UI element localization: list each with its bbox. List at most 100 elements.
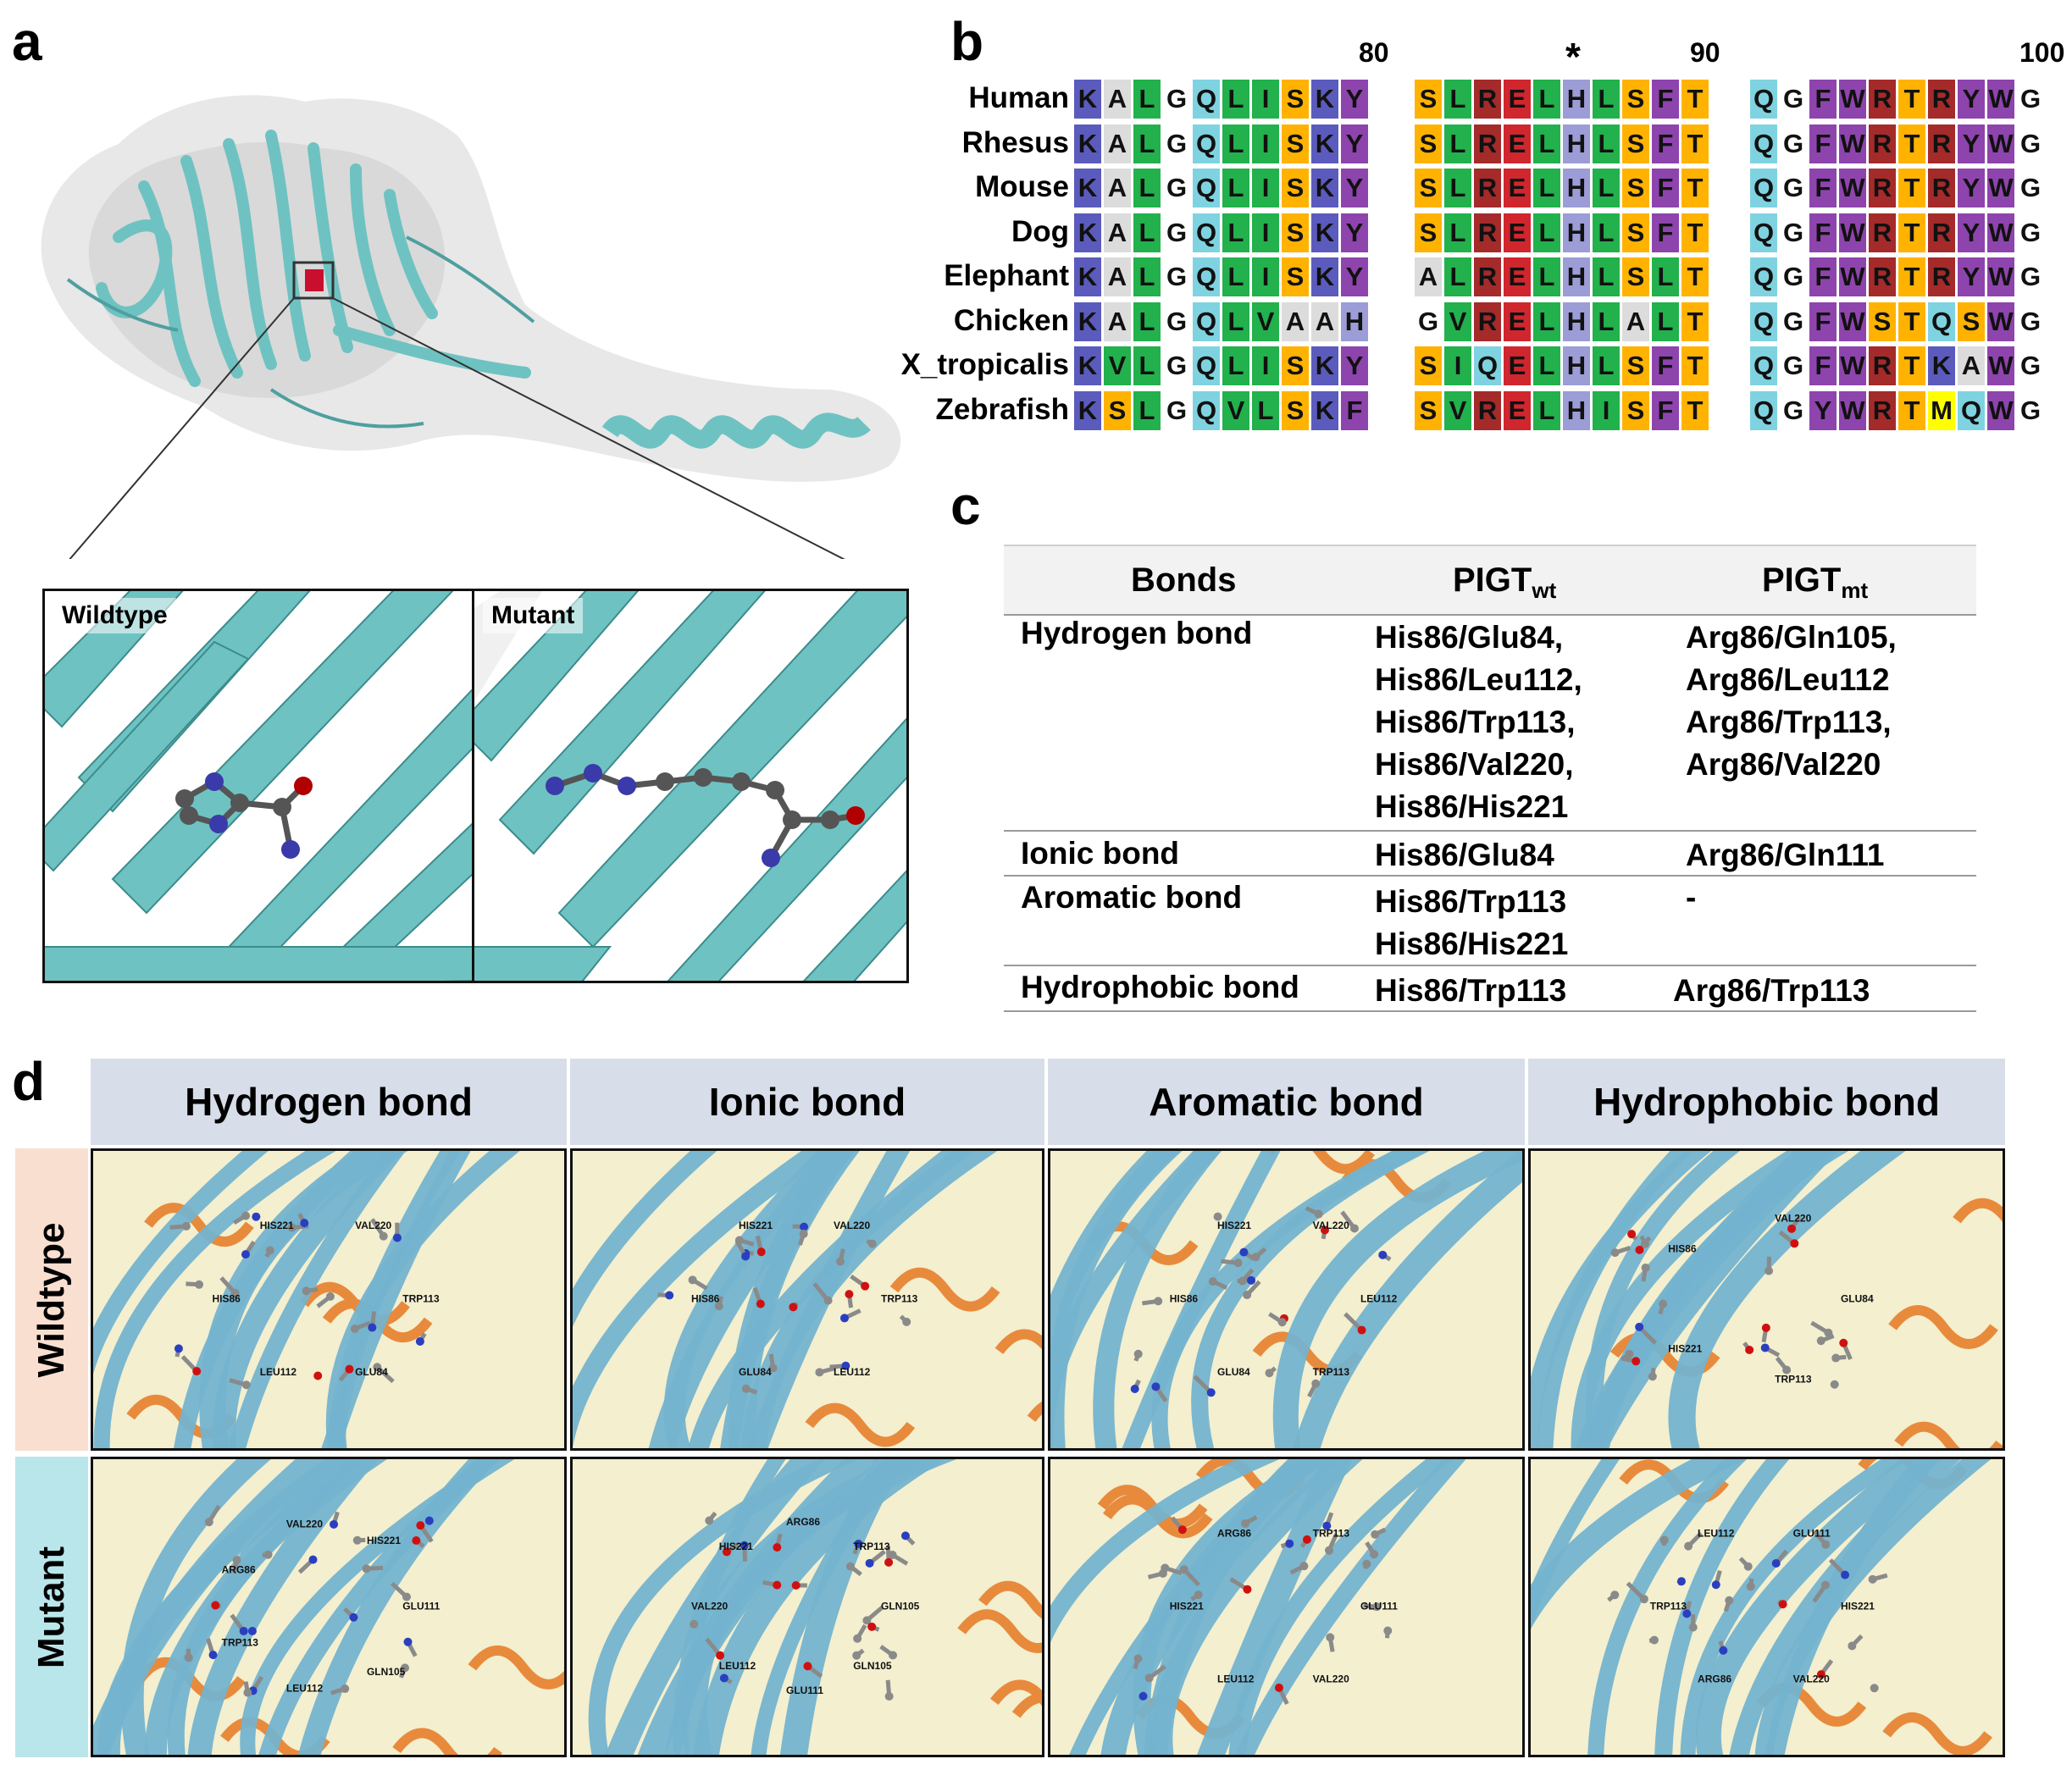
- mt-hydrogen-4: Arg86/Val220: [1686, 747, 1881, 782]
- residue-label: GLU84: [1217, 1366, 1250, 1378]
- residue-cell: F: [1652, 346, 1679, 385]
- residue-cell: L: [1593, 301, 1620, 341]
- residue-cell: W: [1839, 213, 1866, 252]
- residue-cell: F: [1809, 213, 1837, 252]
- residue-label: LEU112: [834, 1366, 871, 1378]
- residue-cell: S: [1622, 346, 1649, 385]
- mutation-site-asterisk: *: [1565, 35, 1581, 79]
- residue-cell: R: [1474, 80, 1501, 119]
- species-label: Chicken: [953, 303, 1069, 337]
- protein-structure-image: [41, 95, 901, 559]
- residue-cell: R: [1869, 169, 1896, 207]
- residue-cell: S: [1104, 390, 1131, 430]
- wt-ionic-1: His86/Glu84: [1375, 838, 1554, 872]
- residue-label: VAL220: [355, 1220, 391, 1231]
- residue-cell: H: [1563, 169, 1590, 207]
- panel-letter-c: c: [950, 475, 981, 536]
- header-pigt-wt-sub: wt: [1532, 578, 1557, 603]
- wt-aromatic-1: His86/Trp113: [1375, 884, 1567, 919]
- residue-cell: S: [1415, 124, 1442, 163]
- residue-cell: G: [1163, 301, 1190, 341]
- residue-cell: W: [1839, 390, 1866, 430]
- residue-cell: I: [1444, 346, 1471, 385]
- header-bonds: Bonds: [1131, 561, 1237, 599]
- residue-cell: W: [1987, 346, 2014, 385]
- residue-cell: F: [1652, 80, 1679, 119]
- residue-cell: G: [1780, 301, 1807, 341]
- table-bottom-rule: [1004, 1010, 1976, 1012]
- residue-cell: F: [1652, 169, 1679, 207]
- residue-cell: F: [1809, 169, 1837, 207]
- residue-cell: R: [1474, 257, 1501, 296]
- residue-cell: A: [1104, 80, 1131, 119]
- residue-label: TRP113: [222, 1637, 259, 1649]
- residue-label: ARG86: [1217, 1527, 1251, 1539]
- residue-cell: S: [1415, 80, 1442, 119]
- residue-cell: Y: [1341, 257, 1368, 296]
- residue-cell: G: [1163, 124, 1190, 163]
- residue-cell: L: [1222, 301, 1249, 341]
- residue-cell: S: [1622, 169, 1649, 207]
- residue-cell: T: [1898, 80, 1925, 119]
- residue-cell: Y: [1341, 346, 1368, 385]
- residue-cell: F: [1341, 390, 1368, 430]
- residue-cell: Q: [1750, 213, 1777, 252]
- residue-cell: A: [1104, 213, 1131, 252]
- residue-cell: R: [1869, 80, 1896, 119]
- residue-label: TRP113: [1775, 1374, 1812, 1386]
- residue-cell: Y: [1341, 169, 1368, 207]
- residue-cell: T: [1681, 257, 1709, 296]
- residue-cell: S: [1282, 124, 1309, 163]
- residue-cell: Q: [1750, 257, 1777, 296]
- residue-cell: T: [1898, 301, 1925, 341]
- residue-cell: E: [1504, 169, 1531, 207]
- residue-cell: G: [1415, 301, 1442, 341]
- residue-label: HIS221: [1841, 1601, 1875, 1612]
- residue-cell: G: [2017, 257, 2044, 296]
- residue-cell: Q: [1193, 124, 1220, 163]
- residue-label: GLU111: [402, 1601, 440, 1612]
- residue-cell: S: [1415, 390, 1442, 430]
- residue-cell: E: [1504, 346, 1531, 385]
- header-pigt-wt-main: PIGT: [1453, 561, 1532, 599]
- residue-cell: S: [1282, 213, 1309, 252]
- residue-label: HIS86: [213, 1293, 241, 1305]
- residue-cell: K: [1311, 346, 1338, 385]
- residue-cell: T: [1898, 390, 1925, 430]
- wildtype-inset: Wildtype: [42, 589, 479, 983]
- residue-cell: L: [1652, 257, 1679, 296]
- residue-cell: S: [1282, 80, 1309, 119]
- residue-cell: L: [1444, 213, 1471, 252]
- residue-cell: I: [1252, 346, 1279, 385]
- position-marker-100: 100: [2019, 37, 2065, 68]
- residue-cell: W: [1839, 169, 1866, 207]
- residue-cell: S: [1415, 213, 1442, 252]
- residue-cell: H: [1341, 301, 1368, 341]
- residue-cell: L: [1222, 124, 1249, 163]
- residue-cell: H: [1563, 257, 1590, 296]
- residue-cell: L: [1533, 257, 1560, 296]
- residue-cell: Q: [1193, 213, 1220, 252]
- residue-cell: L: [1222, 80, 1249, 119]
- residue-label: TRP113: [1313, 1527, 1350, 1539]
- residue-cell: L: [1222, 213, 1249, 252]
- residue-cell: A: [1282, 301, 1309, 341]
- residue-label: TRP113: [853, 1540, 890, 1552]
- residue-cell: L: [1444, 257, 1471, 296]
- residue-cell: R: [1869, 390, 1896, 430]
- species-label: Rhesus: [961, 125, 1069, 159]
- residue-cell: G: [1163, 169, 1190, 207]
- residue-label: GLU84: [1841, 1293, 1874, 1305]
- residue-cell: S: [1622, 390, 1649, 430]
- residue-label: VAL220: [1313, 1220, 1349, 1231]
- residue-cell: K: [1311, 257, 1338, 296]
- panel-letter-a: a: [12, 11, 42, 72]
- panel-letter-b: b: [950, 11, 984, 72]
- residue-cell: R: [1928, 169, 1955, 207]
- residue-cell: L: [1593, 213, 1620, 252]
- species-label: X_tropicalis: [900, 348, 1069, 381]
- residue-cell: G: [1163, 80, 1190, 119]
